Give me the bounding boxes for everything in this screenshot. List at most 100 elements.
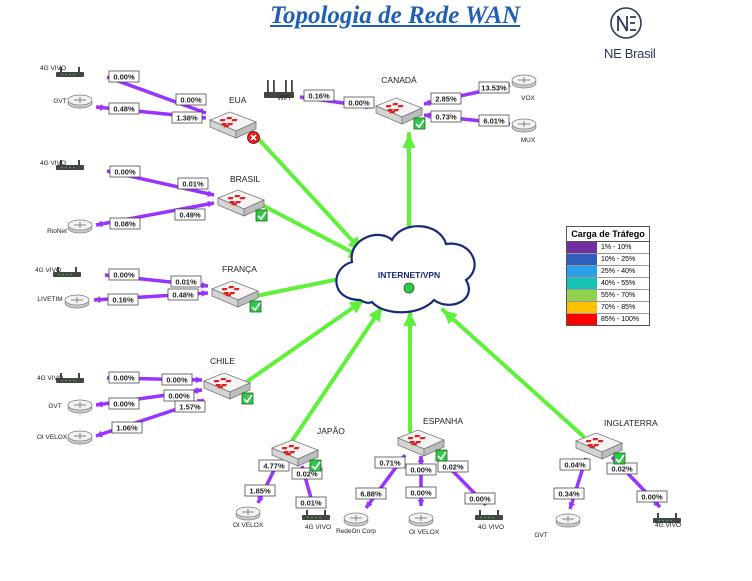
traffic-down: 0.00% [405,486,437,499]
fortinet-mark [219,119,226,122]
fortinet-mark [213,380,220,383]
router-icon [67,430,93,445]
modem-led [65,166,67,169]
legend-row: 85% - 100% [567,314,649,325]
device-label: LIVETIM [37,296,62,303]
fortinet-mark [392,103,399,106]
modem-led [670,519,672,522]
access-link-arrowhead [207,190,214,197]
traffic-up-box [291,467,323,480]
modem-led [70,273,72,276]
legend-range-label: 1% - 10% [601,244,632,251]
fortinet-mark [223,292,229,295]
modem-led [61,166,63,169]
device-label: GVT [534,532,547,539]
traffic-up-box [167,288,199,301]
traffic-up-label: 1.38% [176,114,198,123]
fortinet-mark [235,201,241,204]
firewall-icon [374,97,426,130]
traffic-down-label: 0.00% [410,489,432,498]
fortinet-mark [289,451,295,454]
status-ok-icon [435,449,448,462]
firewall-front [229,382,251,400]
legend-row: 70% - 85% [567,302,649,314]
legend-swatch [567,290,597,301]
modem-antenna [78,160,80,165]
fortinet-mark [217,386,224,389]
router-arrows [74,222,86,228]
traffic-down: 0.34% [553,487,585,500]
access-link-arrowhead [195,376,202,384]
status-box [249,300,262,313]
modem-antenna [60,160,62,165]
traffic-up: 1.57% [174,400,206,413]
traffic-up-box [559,458,591,471]
fortinet-mark [407,437,414,440]
traffic-down-label: 0.08% [114,220,136,229]
firewall-front [423,439,445,457]
traffic-up-label: 0.01% [175,278,197,287]
traffic-down-box [108,70,140,83]
traffic-down: 0.08% [109,217,141,230]
firewall-front [601,442,623,460]
access-link-arrowhead [207,200,214,208]
traffic-down-box [107,293,139,306]
traffic-down: 0.00% [109,165,141,178]
access-link [106,75,207,115]
wifi-antenna [273,80,275,92]
traffic-up-box [161,373,193,386]
traffic-up-box [437,460,469,473]
site-name: CANADÁ [381,75,417,85]
legend-swatch [567,302,597,313]
traffic-down-box [636,490,668,503]
fortinet-mark [231,203,238,206]
traffic-up-label: 0.02% [442,463,464,472]
trunk-link-arrowhead [368,307,382,323]
firewall-icon [270,439,322,472]
fortinet-mark [227,197,234,200]
modem-antenna [60,373,62,378]
traffic-down-box [303,89,335,102]
router-arrows [562,516,574,522]
fortinet-mark [233,288,240,291]
traffic-up: 0.02% [606,462,638,475]
trunk-link [290,305,384,443]
modem-led [311,516,313,519]
traffic-up: 0.48% [167,288,199,301]
router-icon [64,294,90,309]
status-ok-icon [241,392,254,405]
status-down-icon [247,131,260,144]
modem-antenna [57,267,59,272]
router-arrows [74,402,86,408]
traffic-down-box [478,81,510,94]
site-name: FRANÇA [222,264,257,274]
modem-antenna [78,373,80,378]
traffic-down: 0.00% [108,397,140,410]
traffic-up-box [174,208,206,221]
traffic-up: 0.00% [163,389,195,402]
fortinet-mark [223,125,230,128]
modem-led [69,379,71,382]
device-label: 4G VIVO [35,267,61,274]
fortinet-mark [281,447,288,450]
router-arrows [242,509,254,515]
device-label: 4G VIVO [37,375,63,382]
fortinet-mark [393,109,399,112]
traffic-up: 2.85% [430,92,462,105]
fortinet-mark [419,437,426,440]
access-link-arrowhead [366,501,373,508]
firewall-front [235,121,257,139]
internet-vpn-cloud-icon: INTERNET/VPN [335,225,476,314]
traffic-down-label: 0.34% [558,490,580,499]
cloud-shape [335,225,476,314]
modem-led [73,73,75,76]
traffic-up: 0.01% [170,275,202,288]
router-icon [511,74,537,89]
modem-led [73,379,75,382]
check-mark [257,211,267,221]
access-link-arrowhead [201,282,208,289]
traffic-down: 0.16% [303,89,335,102]
router-arrows [415,515,427,521]
